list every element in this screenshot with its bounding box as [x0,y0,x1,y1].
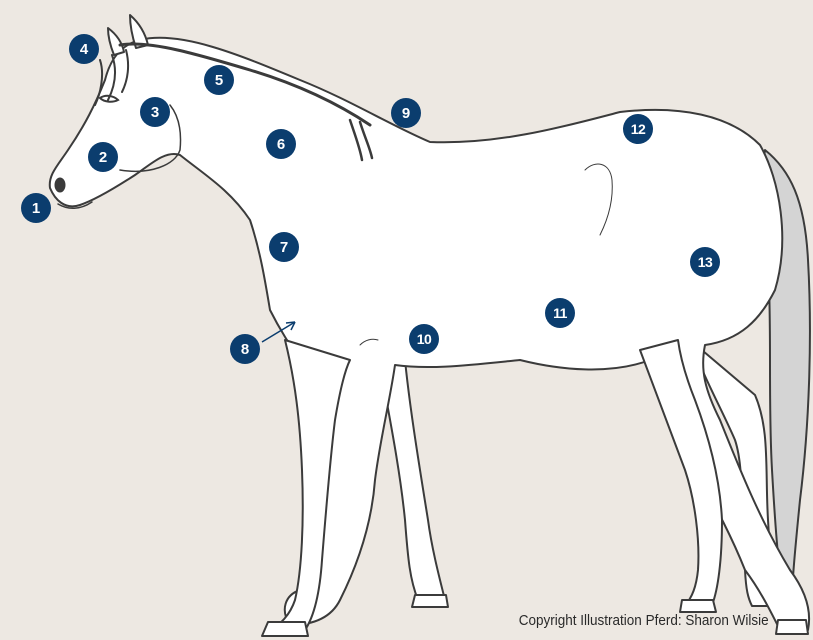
marker-3: 3 [140,97,170,127]
marker-13: 13 [690,247,720,277]
marker-10: 10 [409,324,439,354]
marker-12: 12 [623,114,653,144]
marker-1: 1 [21,193,51,223]
marker-11: 11 [545,298,575,328]
marker-6: 6 [266,129,296,159]
copyright-notice: Copyright Illustration Pferd: Sharon Wil… [519,612,769,629]
marker-8: 8 [230,334,260,364]
marker-4: 4 [69,34,99,64]
marker-2: 2 [88,142,118,172]
marker-5: 5 [204,65,234,95]
marker-7: 7 [269,232,299,262]
marker-9: 9 [391,98,421,128]
